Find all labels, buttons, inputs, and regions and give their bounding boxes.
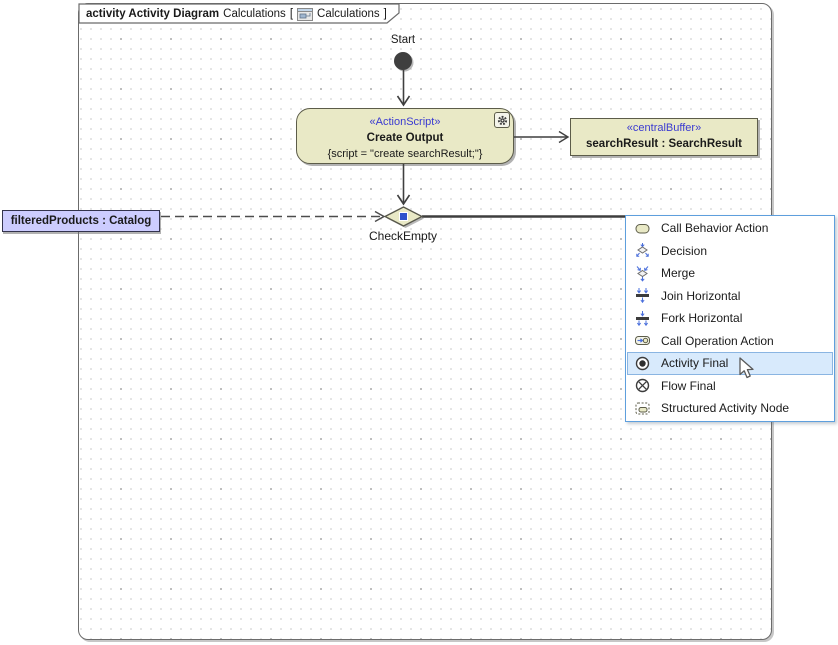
- object-flow-action-to-buffer[interactable]: [514, 130, 570, 144]
- menu-item-fork-horizontal[interactable]: Fork Horizontal: [627, 307, 833, 330]
- mouse-cursor: [739, 357, 754, 379]
- script-language-badge: [494, 112, 510, 128]
- action-name: Create Output: [366, 132, 444, 144]
- start-node[interactable]: [394, 52, 412, 70]
- call-operation-action-icon: [634, 332, 651, 349]
- menu-item-label: Fork Horizontal: [661, 311, 743, 326]
- join-horizontal-icon: [634, 287, 651, 304]
- decision-icon: [634, 242, 651, 259]
- frame-keyword: activity Activity Diagram: [86, 8, 220, 20]
- menu-item-flow-final[interactable]: Flow Final: [627, 375, 833, 398]
- menu-item-activity-final[interactable]: Activity Final: [627, 352, 833, 375]
- menu-item-structured-activity-node[interactable]: Structured Activity Node: [627, 397, 833, 420]
- menu-item-label: Decision: [661, 243, 708, 258]
- call-behavior-action-icon: [634, 220, 651, 237]
- menu-item-label: Structured Activity Node: [661, 401, 790, 416]
- action-stereotype: «ActionScript»: [369, 116, 441, 128]
- menu-item-label: Call Behavior Action: [661, 221, 769, 236]
- menu-item-call-behavior-action[interactable]: Call Behavior Action: [627, 217, 833, 240]
- start-node-label: Start: [390, 34, 416, 46]
- context-menu: Call Behavior Action Decision: [625, 215, 835, 422]
- frame-heading: activity Activity Diagram Calculations […: [86, 6, 406, 22]
- frame-bracket-close: ]: [383, 8, 387, 20]
- control-flow-action-to-decision[interactable]: [396, 164, 411, 206]
- frame-heading-shape: [78, 3, 400, 24]
- menu-item-call-operation-action[interactable]: Call Operation Action: [627, 330, 833, 353]
- action-node-create-output[interactable]: «ActionScript» Create Output {script = "…: [296, 108, 514, 164]
- structured-activity-node-icon: [634, 400, 651, 417]
- object-flow-catalog-to-decision[interactable]: [161, 210, 386, 223]
- central-buffer-node[interactable]: «centralBuffer» searchResult : SearchRes…: [570, 118, 758, 156]
- gear-icon: [497, 115, 507, 125]
- menu-item-decision[interactable]: Decision: [627, 240, 833, 263]
- menu-item-join-horizontal[interactable]: Join Horizontal: [627, 285, 833, 308]
- frame-bracket-open: [: [289, 8, 294, 20]
- activity-diagram-icon: [297, 7, 314, 21]
- menu-item-label: Activity Final: [661, 356, 729, 371]
- menu-item-label: Flow Final: [661, 378, 716, 393]
- flow-final-icon: [634, 377, 651, 394]
- merge-icon: [634, 265, 651, 282]
- menu-item-label: Join Horizontal: [661, 288, 741, 303]
- action-script-body: {script = "create searchResult;"}: [327, 148, 483, 160]
- frame-context-name: Calculations: [317, 8, 380, 20]
- fork-horizontal-icon: [634, 310, 651, 327]
- object-node-filtered-products[interactable]: filteredProducts : Catalog: [2, 210, 160, 232]
- frame-diagram-name: Calculations: [223, 8, 286, 20]
- decision-selection-handle[interactable]: [399, 212, 408, 221]
- buffer-name: searchResult : SearchResult: [586, 138, 742, 150]
- menu-item-label: Call Operation Action: [661, 333, 774, 348]
- decision-node-label: CheckEmpty: [368, 229, 438, 243]
- decision-node-checkempty[interactable]: [383, 206, 424, 228]
- menu-item-label: Merge: [661, 266, 696, 281]
- activity-final-icon: [634, 355, 651, 372]
- control-flow-start-to-action[interactable]: [396, 70, 411, 107]
- buffer-stereotype: «centralBuffer»: [626, 122, 702, 134]
- menu-item-merge[interactable]: Merge: [627, 262, 833, 285]
